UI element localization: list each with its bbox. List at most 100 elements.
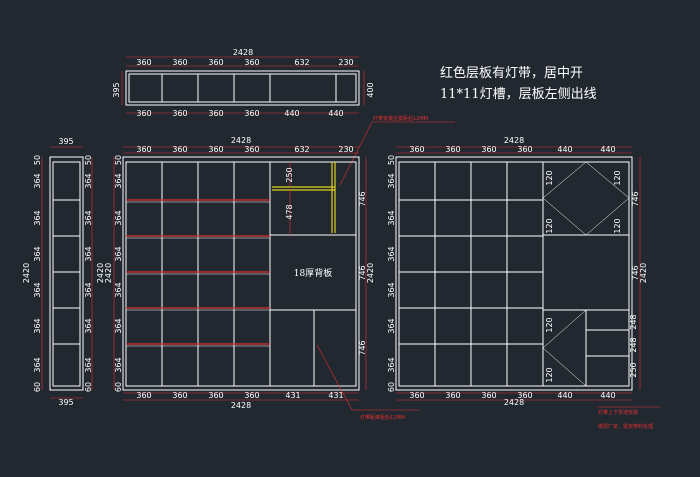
svg-text:120: 120 [613, 218, 622, 233]
svg-text:364: 364 [84, 357, 93, 372]
svg-text:632: 632 [294, 145, 309, 154]
svg-text:50: 50 [114, 155, 123, 165]
front-total-top: 2428 [231, 136, 251, 145]
svg-text:364: 364 [387, 357, 396, 372]
svg-text:431: 431 [285, 391, 300, 400]
front-segments-bottom: 360 360 360 360 431 431 [136, 391, 343, 400]
svg-text:364: 364 [114, 282, 123, 297]
svg-text:360: 360 [208, 145, 223, 154]
svg-text:248: 248 [629, 314, 638, 329]
svg-text:360: 360 [244, 145, 259, 154]
front-height: 2420 [104, 263, 113, 283]
svg-text:746: 746 [631, 265, 640, 280]
top-view-segments-bottom: 360 360 360 360 440 440 [136, 109, 343, 118]
backboard-label: 18厚背板 [294, 267, 332, 279]
svg-text:120: 120 [545, 317, 554, 332]
back-segments-bottom: 360 360 360 360 440 440 [409, 391, 615, 400]
svg-text:248: 248 [629, 337, 638, 352]
front-right-dims: 746 746 746 2420 [358, 191, 375, 355]
svg-text:60: 60 [114, 382, 123, 392]
side-view [49, 156, 84, 391]
svg-text:364: 364 [114, 173, 123, 188]
front-rows: 50 364 364 364 364 364 364 60 [114, 155, 123, 392]
svg-text:364: 364 [387, 210, 396, 225]
svg-text:230: 230 [338, 145, 353, 154]
side-height-right: 2420 [96, 263, 105, 283]
front-inner-dim-250: 250 [285, 167, 294, 182]
side-width-bottom: 395 [58, 398, 73, 407]
svg-text:360: 360 [208, 58, 223, 67]
svg-text:746: 746 [358, 191, 367, 206]
svg-text:440: 440 [600, 391, 615, 400]
top-view-segments-top: 360 360 360 360 632 230 [136, 58, 353, 67]
back-inner-dims: 120 120 120 120 120 120 248 248 250 [545, 170, 638, 382]
svg-text:431: 431 [328, 391, 343, 400]
svg-text:60: 60 [387, 382, 396, 392]
svg-text:364: 364 [84, 282, 93, 297]
svg-text:120: 120 [545, 218, 554, 233]
svg-text:360: 360 [445, 145, 460, 154]
top-view-dims [121, 56, 365, 114]
svg-text:360: 360 [208, 391, 223, 400]
back-segments-top: 360 360 360 360 440 440 [409, 145, 615, 154]
svg-text:60: 60 [84, 382, 93, 392]
svg-text:364: 364 [84, 246, 93, 261]
svg-text:360: 360 [244, 58, 259, 67]
svg-text:364: 364 [114, 246, 123, 261]
svg-text:250: 250 [629, 362, 638, 377]
svg-text:360: 360 [172, 391, 187, 400]
svg-text:364: 364 [114, 318, 123, 333]
svg-text:364: 364 [84, 318, 93, 333]
svg-text:360: 360 [409, 145, 424, 154]
svg-text:364: 364 [114, 210, 123, 225]
side-rows-right: 50 364 364 364 364 364 364 60 [84, 155, 93, 392]
svg-text:360: 360 [172, 145, 187, 154]
callout-top: 灯带安装位置距后12MM [373, 115, 428, 122]
back-rows: 50 364 364 364 364 364 364 60 [387, 155, 396, 392]
top-view-total: 2428 [233, 48, 253, 57]
svg-text:230: 230 [338, 58, 353, 67]
svg-text:746: 746 [631, 191, 640, 206]
svg-text:364: 364 [84, 210, 93, 225]
svg-text:364: 364 [33, 246, 42, 261]
svg-text:2420: 2420 [639, 263, 648, 283]
svg-text:2420: 2420 [366, 263, 375, 283]
svg-text:360: 360 [136, 391, 151, 400]
svg-text:746: 746 [358, 265, 367, 280]
svg-text:632: 632 [294, 58, 309, 67]
svg-text:360: 360 [136, 58, 151, 67]
back-diagonals [542, 161, 630, 387]
svg-text:60: 60 [33, 382, 42, 392]
back-total-top: 2428 [504, 136, 524, 145]
svg-text:360: 360 [445, 391, 460, 400]
svg-text:440: 440 [557, 391, 572, 400]
svg-text:364: 364 [84, 173, 93, 188]
svg-text:360: 360 [208, 109, 223, 118]
svg-text:364: 364 [387, 282, 396, 297]
svg-text:360: 360 [244, 391, 259, 400]
svg-text:360: 360 [409, 391, 424, 400]
svg-text:440: 440 [557, 145, 572, 154]
svg-text:364: 364 [33, 173, 42, 188]
svg-text:440: 440 [600, 145, 615, 154]
side-rows-left: 50 364 364 364 364 364 364 60 [33, 155, 42, 392]
front-yellow-frame [272, 162, 336, 233]
svg-text:50: 50 [387, 155, 396, 165]
svg-text:364: 364 [33, 318, 42, 333]
back-right-dims: 746 746 2420 [631, 191, 648, 283]
svg-text:360: 360 [517, 145, 532, 154]
svg-text:364: 364 [33, 210, 42, 225]
svg-text:440: 440 [284, 109, 299, 118]
svg-text:120: 120 [613, 170, 622, 185]
svg-text:50: 50 [84, 155, 93, 165]
svg-text:746: 746 [358, 340, 367, 355]
side-height: 2420 [22, 263, 31, 283]
callout-bottom-right-2: 做层厂家，需安排时处理 [598, 423, 653, 430]
callout-bottom-mid: 灯带距离柜后12MM [360, 414, 405, 421]
back-view [395, 156, 633, 391]
front-total-bottom: 2428 [231, 401, 251, 410]
svg-text:364: 364 [387, 246, 396, 261]
front-segments-top: 360 360 360 360 632 230 [136, 145, 353, 154]
svg-text:364: 364 [387, 173, 396, 188]
